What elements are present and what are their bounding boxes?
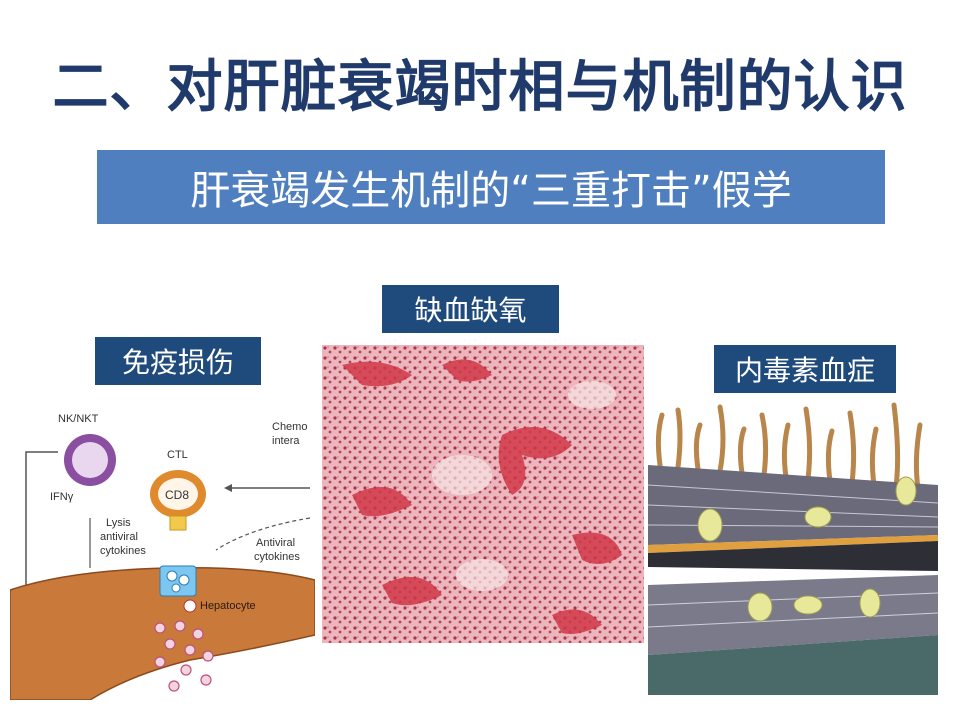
protein — [747, 592, 773, 622]
dark-layer — [648, 541, 938, 571]
virion — [174, 620, 186, 632]
strand — [675, 407, 683, 470]
vessel — [572, 532, 622, 564]
chemo-arrow-head — [224, 484, 232, 492]
protein — [804, 506, 832, 528]
vessel — [552, 609, 602, 634]
antiviral-line-2: cytokines — [254, 551, 300, 563]
immune-diagram: NK/NKT IFNγ CTL CD8 Lysis antiviral cyto… — [10, 400, 315, 700]
strand — [655, 412, 665, 468]
strand — [759, 412, 769, 478]
feedback-line — [25, 451, 58, 593]
virion — [168, 680, 180, 692]
virion — [154, 656, 166, 668]
membrane-line — [648, 504, 938, 518]
vessel — [352, 487, 412, 517]
vesicle-dot-3 — [171, 583, 181, 593]
antiviral-line-1: Antiviral — [256, 537, 295, 549]
liver-shape — [10, 567, 315, 700]
histology-svg — [322, 345, 644, 643]
lysis-line-2: antiviral — [100, 531, 138, 543]
ifn-label: IFNγ — [50, 491, 74, 503]
protein — [895, 476, 917, 506]
label-endotoxemia: 内毒素血症 — [714, 345, 896, 393]
label-immune-injury: 免疫损伤 — [95, 337, 261, 385]
strand — [737, 426, 747, 476]
membrane-illustration — [648, 395, 938, 695]
lysis-line-1: Lysis — [106, 517, 131, 529]
vessel — [342, 361, 412, 387]
strand — [869, 426, 879, 488]
ctl-label: CTL — [167, 449, 188, 461]
hepatocyte-label: Hepatocyte — [200, 600, 256, 612]
virion — [184, 644, 196, 656]
inner-membrane-lines — [648, 592, 938, 628]
lysis-line-3: cytokines — [100, 545, 146, 557]
periplasm-band — [648, 535, 938, 553]
virion — [192, 628, 204, 640]
membrane-line — [648, 484, 938, 504]
virion-1 — [183, 599, 197, 613]
protein — [859, 588, 881, 618]
virion — [202, 650, 214, 662]
outer-membrane-lines — [648, 484, 938, 528]
pale-areas — [432, 381, 616, 591]
virion — [200, 674, 212, 686]
slide-title: 二、对肝脏衰竭时相与机制的认识 — [52, 55, 908, 120]
strand — [847, 410, 857, 486]
vessel — [442, 359, 492, 382]
pale-area — [568, 381, 616, 409]
membrane-svg — [648, 395, 938, 695]
protein — [793, 595, 823, 615]
cd8-label: CD8 — [165, 488, 189, 502]
blood-vessels — [342, 359, 622, 634]
strand — [891, 402, 901, 490]
strand — [781, 422, 791, 480]
pale-area — [432, 455, 492, 495]
virion — [154, 622, 166, 634]
immune-diagram-svg: NK/NKT IFNγ CTL CD8 Lysis antiviral cyto… — [10, 413, 315, 700]
vessel — [498, 427, 572, 495]
membrane-line — [648, 524, 938, 528]
nk-cell-inner — [72, 442, 108, 478]
strand — [803, 406, 813, 482]
membrane-line — [648, 592, 938, 606]
virions-group — [154, 620, 214, 692]
membrane-line — [648, 612, 938, 628]
strand — [717, 404, 726, 474]
virion — [164, 638, 176, 650]
strand — [825, 428, 835, 484]
virion — [180, 664, 192, 676]
ctl-cell-inner — [158, 478, 198, 510]
vessel — [382, 577, 442, 606]
nk-label: NK/NKT — [58, 413, 99, 425]
histology-image — [322, 345, 644, 643]
membrane-proteins — [697, 476, 917, 622]
cytoplasm — [648, 635, 938, 695]
strand — [693, 422, 703, 472]
label-hypoxia: 缺血缺氧 — [382, 285, 559, 333]
chemo-line-1: Chemo — [272, 421, 307, 433]
vesicle-dot-2 — [178, 574, 190, 586]
lps-strands — [655, 402, 923, 492]
vesicle-dot-1 — [166, 570, 178, 582]
chemo-line-2: intera — [272, 435, 300, 447]
pale-area — [456, 559, 508, 591]
strand — [913, 422, 923, 492]
ctl-receptor — [169, 515, 187, 531]
protein — [697, 508, 723, 542]
hypothesis-banner: 肝衰竭发生机制的“三重打击”假学 — [97, 150, 885, 224]
